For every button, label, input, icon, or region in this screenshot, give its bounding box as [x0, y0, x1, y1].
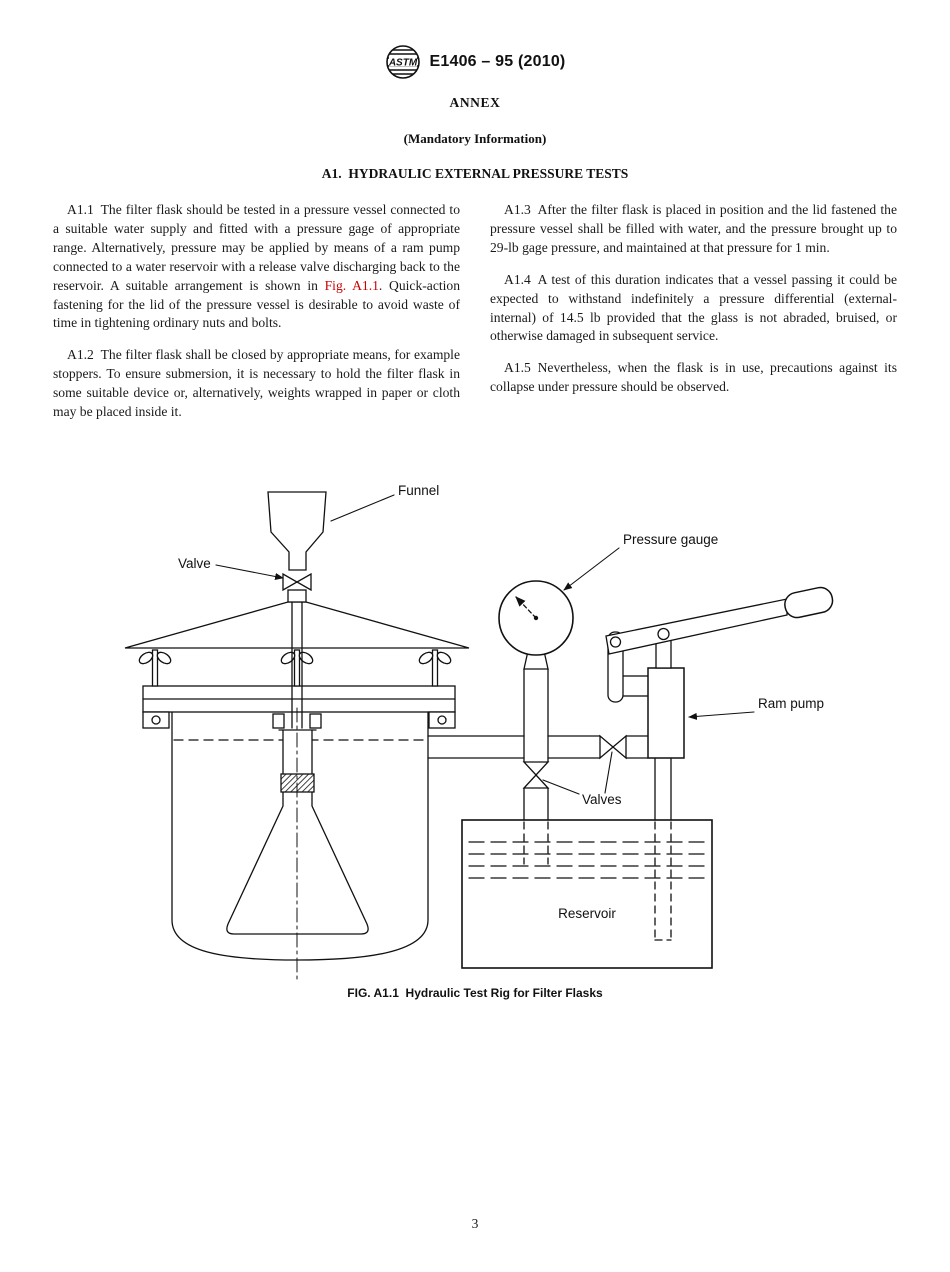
- hydraulic-test-rig-diagram: Funnel Valve Pressure gauge Ram pump Val…: [124, 483, 834, 981]
- funnel-valve: [282, 572, 312, 603]
- figure-caption: FIG. A1.1 Hydraulic Test Rig for Filter …: [347, 986, 603, 1000]
- funnel-label: Funnel: [398, 483, 439, 498]
- pump-pipe: [547, 735, 649, 759]
- lever-pin-left: [609, 636, 622, 648]
- paragraph-a1-3: A1.3 After the filter flask is placed in…: [490, 202, 897, 255]
- ram-pump-assembly: [605, 586, 834, 759]
- flask-clamp-left: [272, 713, 285, 729]
- document-header: ASTM E1406 – 95 (2010): [0, 44, 950, 80]
- funnel-leader: [330, 494, 395, 522]
- reservoir-water-level: [468, 841, 706, 879]
- figure-a1-1: Funnel Valve Pressure gauge Ram pump Val…: [95, 478, 855, 990]
- paragraph-a1-5: A1.5 Nevertheless, when the flask is in …: [490, 360, 897, 395]
- pump-line-valve: [599, 734, 627, 760]
- wing-nut-left: [138, 649, 172, 687]
- pump-body: [647, 667, 685, 759]
- reservoir-tank: [461, 819, 713, 969]
- valve-label: Valve: [178, 556, 211, 571]
- release-valve: [522, 761, 550, 789]
- left-column: A1.1 The filter flask should be tested i…: [53, 201, 460, 422]
- funnel-shape: [267, 491, 327, 571]
- wing-nut-right: [418, 649, 452, 687]
- leader-lines: [215, 494, 755, 795]
- vessel-pipe: [427, 735, 525, 759]
- pump-suction-pipe: [654, 757, 672, 941]
- designation-title: E1406 – 95 (2010): [429, 53, 566, 70]
- pump-lever: [605, 598, 788, 655]
- annex-heading: ANNEX: [449, 95, 501, 110]
- lever-pin-right: [657, 627, 670, 641]
- pump-handle: [784, 586, 834, 619]
- right-column: A1.3 After the filter flask is placed in…: [490, 201, 897, 422]
- reservoir-label: Reservoir: [558, 906, 616, 921]
- gauge-release-pipe: [523, 668, 549, 865]
- paragraph-a1-2: A1.2 The filter flask shall be closed by…: [53, 347, 460, 420]
- paragraph-a1-1: A1.1 The filter flask should be tested i…: [53, 201, 460, 333]
- vessel-flange: [142, 685, 456, 729]
- pressure-gauge-leader: [563, 547, 620, 591]
- gauge-needle: [515, 596, 537, 619]
- valves-label: Valves: [582, 792, 622, 807]
- page-number: 3: [471, 1216, 479, 1231]
- astm-logo-text: ASTM: [387, 58, 417, 69]
- vessel-lid: [124, 601, 470, 649]
- ram-pump-label: Ram pump: [758, 696, 824, 711]
- paragraph-a1-4: A1.4 A test of this duration indicates t…: [490, 271, 897, 344]
- wing-nut-center: [280, 649, 314, 687]
- mandatory-info-heading: (Mandatory Information): [403, 131, 547, 146]
- ram-pump-leader: [688, 711, 755, 720]
- a1-1-text-pre: A1.1 The filter flask should be tested i…: [53, 202, 460, 293]
- valves-leader-2: [604, 751, 613, 794]
- body-text: A1.1 The filter flask should be tested i…: [53, 201, 897, 422]
- valves-leader-1: [542, 779, 580, 795]
- a1-1-text-post: . Quick-action fastening for the lid of …: [53, 277, 460, 331]
- section-heading: A1. HYDRAULIC EXTERNAL PRESSURE TESTS: [321, 166, 629, 181]
- fig-a1-1-link[interactable]: Fig. A1.1: [324, 277, 379, 293]
- valve-leader: [215, 564, 284, 580]
- flask-clamp-right: [309, 713, 322, 729]
- pressure-gauge-label: Pressure gauge: [623, 532, 718, 547]
- astm-logo: ASTM: [385, 45, 420, 79]
